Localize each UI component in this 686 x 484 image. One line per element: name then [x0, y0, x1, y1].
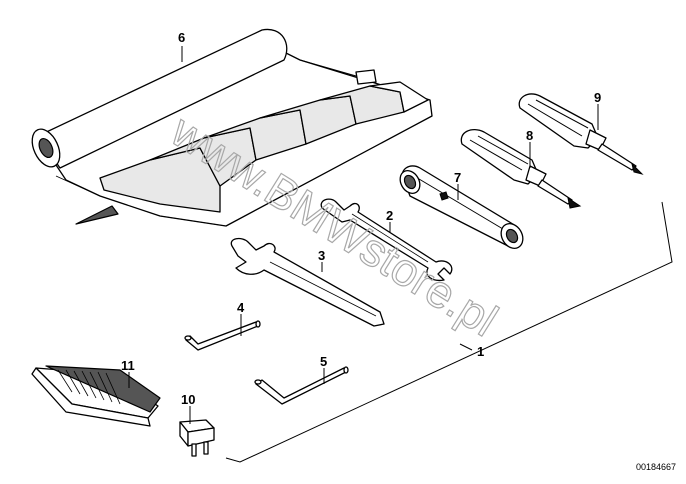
callout-10: 10 — [181, 392, 195, 407]
group-bracket-line — [225, 201, 673, 463]
callout-8: 8 — [526, 128, 533, 143]
callout-1: 1 — [477, 344, 484, 359]
hex-key-part-5 — [254, 366, 349, 405]
callout-6: 6 — [178, 30, 185, 45]
flat-screwdriver-part — [460, 129, 582, 209]
callout-7: 7 — [454, 170, 461, 185]
reference-number: 00184667 — [635, 462, 676, 472]
callout-2: 2 — [386, 208, 393, 223]
tool-roll-part — [31, 28, 433, 227]
callout-3: 3 — [318, 248, 325, 263]
box-spanner-part — [399, 165, 524, 249]
fuse-part — [179, 419, 215, 457]
callout-11: 11 — [121, 358, 135, 373]
phillips-screwdriver-part — [518, 93, 644, 175]
open-end-wrench-part-2 — [320, 198, 453, 282]
callout-9: 9 — [594, 90, 601, 105]
callout-4: 4 — [237, 300, 245, 315]
callout-5: 5 — [320, 354, 327, 369]
hex-key-part-4 — [184, 320, 261, 351]
leader-lines — [128, 46, 599, 424]
fuse-strip-part — [31, 365, 161, 427]
open-end-wrench-part-3 — [230, 237, 385, 327]
